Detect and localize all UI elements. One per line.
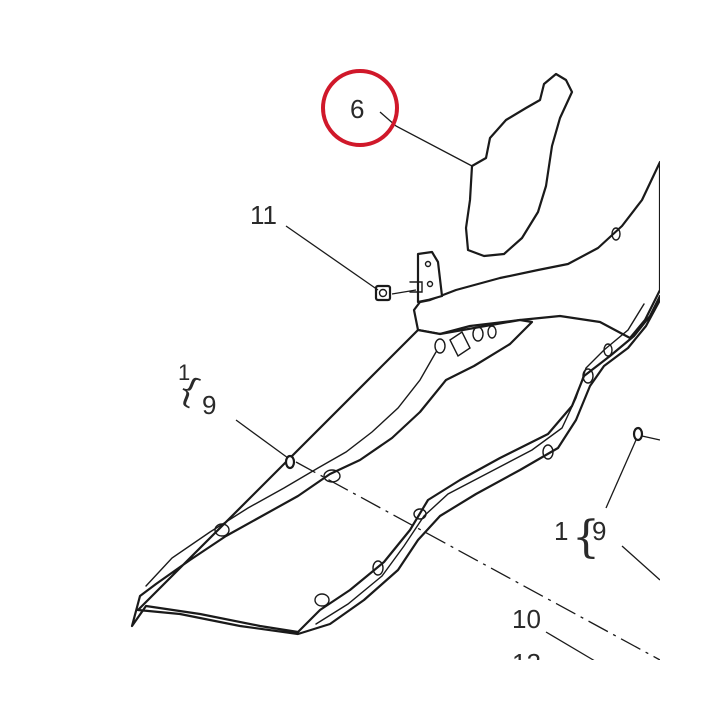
fairing-hole-8: [413, 508, 427, 520]
leader-11: [285, 225, 379, 291]
leader-right-edge: [621, 545, 661, 581]
fairing-hole-1: [434, 338, 446, 354]
leader-6: [379, 111, 473, 167]
washer-left: [284, 454, 296, 470]
leader-9-right: [605, 439, 637, 509]
leader-10: [545, 631, 601, 665]
callout-1-right: 1: [554, 516, 568, 546]
bracket-hole-bottom: [426, 280, 434, 288]
callout-9-right: 9: [592, 516, 606, 546]
brace-right: {: [572, 512, 600, 563]
fairing-hole-2: [472, 326, 484, 342]
fairing-slot: [449, 330, 471, 358]
clip-hole: [378, 288, 388, 298]
bracket-slot: [409, 281, 423, 293]
leader-11-bracket: [391, 289, 417, 295]
assembly-axis-line: [295, 461, 661, 661]
fairing-hole-10: [582, 368, 594, 384]
fairing-hole-11: [603, 343, 613, 357]
leader-9-left: [235, 419, 289, 459]
side-panel-part-6: [464, 72, 574, 258]
fairing-hole-6: [314, 593, 330, 607]
fairing-hole-9: [542, 444, 554, 460]
right-crop-mask: [660, 0, 720, 720]
mounting-bracket: [416, 250, 444, 304]
highlight-circle: [321, 69, 399, 147]
fairing-inner-edge-upper: [145, 351, 437, 587]
lower-side-fairing: [130, 294, 662, 636]
bracket-hole-top: [424, 260, 432, 268]
fairing-hole-7: [372, 560, 384, 576]
clip-part-11: [374, 284, 392, 302]
upper-fairing-fixing-hole: [611, 227, 621, 241]
washer-right: [632, 426, 644, 442]
callout-6: 6: [350, 94, 364, 124]
assembly-axis-right: [641, 435, 661, 441]
fairing-hole-3: [487, 325, 497, 339]
upper-fairing-panel: [412, 160, 662, 340]
callout-10: 10: [512, 604, 541, 634]
callout-1-left: 1: [178, 360, 190, 385]
fairing-inner-edge-lower: [315, 303, 645, 625]
fairing-hole-5: [214, 523, 230, 537]
callout-11: 11: [250, 200, 277, 230]
callout-9-left: 9: [202, 390, 216, 420]
